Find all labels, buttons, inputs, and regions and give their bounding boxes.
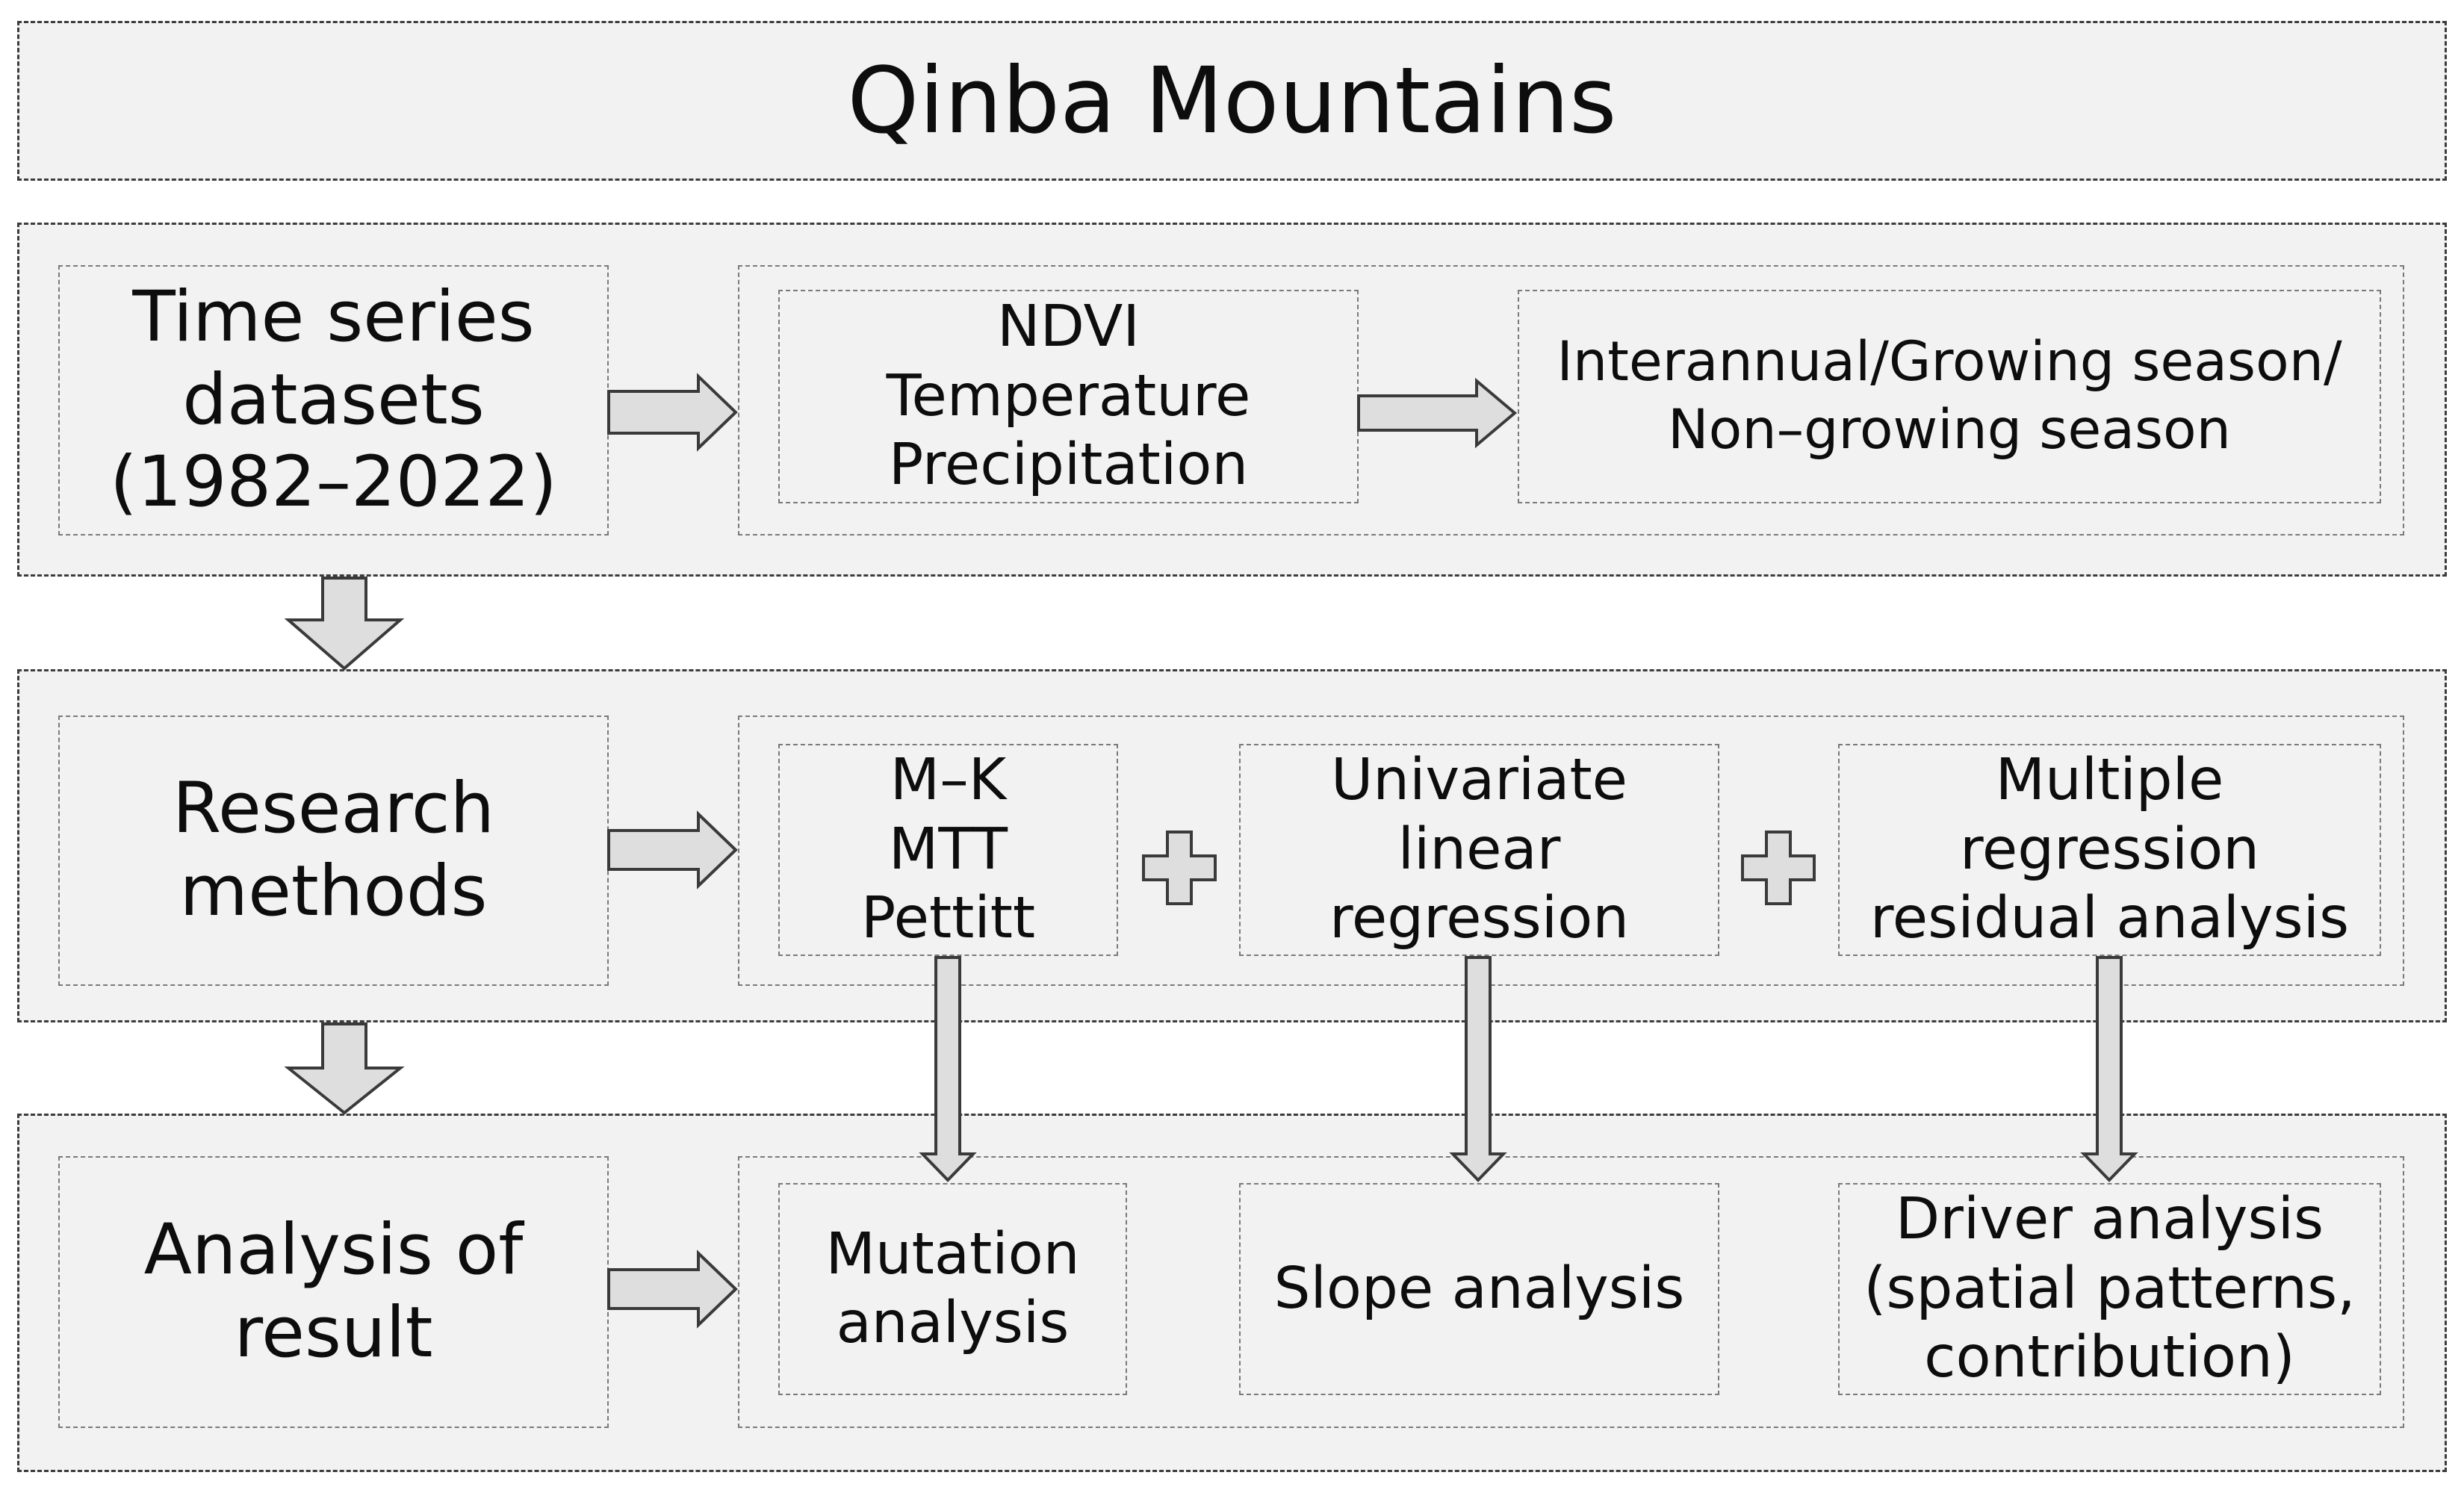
linear-regression-label: Univariate linear regression: [1329, 747, 1630, 952]
arrow-down-icon: [284, 577, 405, 671]
arrow-down-icon: [1449, 956, 1507, 1182]
results-label: Analysis of result: [143, 1209, 524, 1373]
linear-regression-box: Univariate linear regression: [1239, 744, 1719, 956]
residual-analysis-label: Multiple regression residual analysis: [1869, 747, 2350, 952]
datasets-label-box: Time series datasets (1982–2022): [58, 265, 609, 536]
slope-analysis-box: Slope analysis: [1239, 1183, 1719, 1395]
mutation-analysis-label: Mutation analysis: [825, 1220, 1080, 1356]
diagram-title: Qinba Mountains: [847, 47, 1617, 154]
plus-icon: [1142, 831, 1217, 905]
seasons-label: Interannual/Growing season/ Non–growing …: [1557, 330, 2342, 462]
slope-analysis-label: Slope analysis: [1273, 1255, 1685, 1322]
mutation-tests-label: M–K MTT Pettitt: [860, 747, 1036, 952]
results-label-box: Analysis of result: [58, 1156, 609, 1428]
residual-analysis-box: Multiple regression residual analysis: [1838, 744, 2381, 956]
methods-label-box: Research methods: [58, 715, 609, 986]
arrow-down-icon: [919, 956, 977, 1182]
plus-icon: [1741, 831, 1816, 905]
arrow-right-icon: [607, 373, 738, 452]
driver-analysis-label: Driver analysis (spatial patterns, contr…: [1863, 1186, 2356, 1391]
seasons-box: Interannual/Growing season/ Non–growing …: [1518, 290, 2381, 503]
arrow-right-icon: [1357, 377, 1518, 449]
variables-label: NDVI Temperature Precipitation: [886, 294, 1251, 499]
arrow-right-icon: [607, 810, 738, 890]
datasets-label: Time series datasets (1982–2022): [110, 276, 557, 524]
mutation-tests-box: M–K MTT Pettitt: [778, 744, 1118, 956]
arrow-right-icon: [607, 1250, 738, 1329]
title-box: Qinba Mountains: [17, 21, 2447, 181]
driver-analysis-box: Driver analysis (spatial patterns, contr…: [1838, 1183, 2381, 1395]
arrow-down-icon: [2080, 956, 2138, 1182]
mutation-analysis-box: Mutation analysis: [778, 1183, 1127, 1395]
variables-box: NDVI Temperature Precipitation: [778, 290, 1359, 503]
methods-label: Research methods: [172, 768, 495, 932]
arrow-down-icon: [284, 1022, 405, 1115]
